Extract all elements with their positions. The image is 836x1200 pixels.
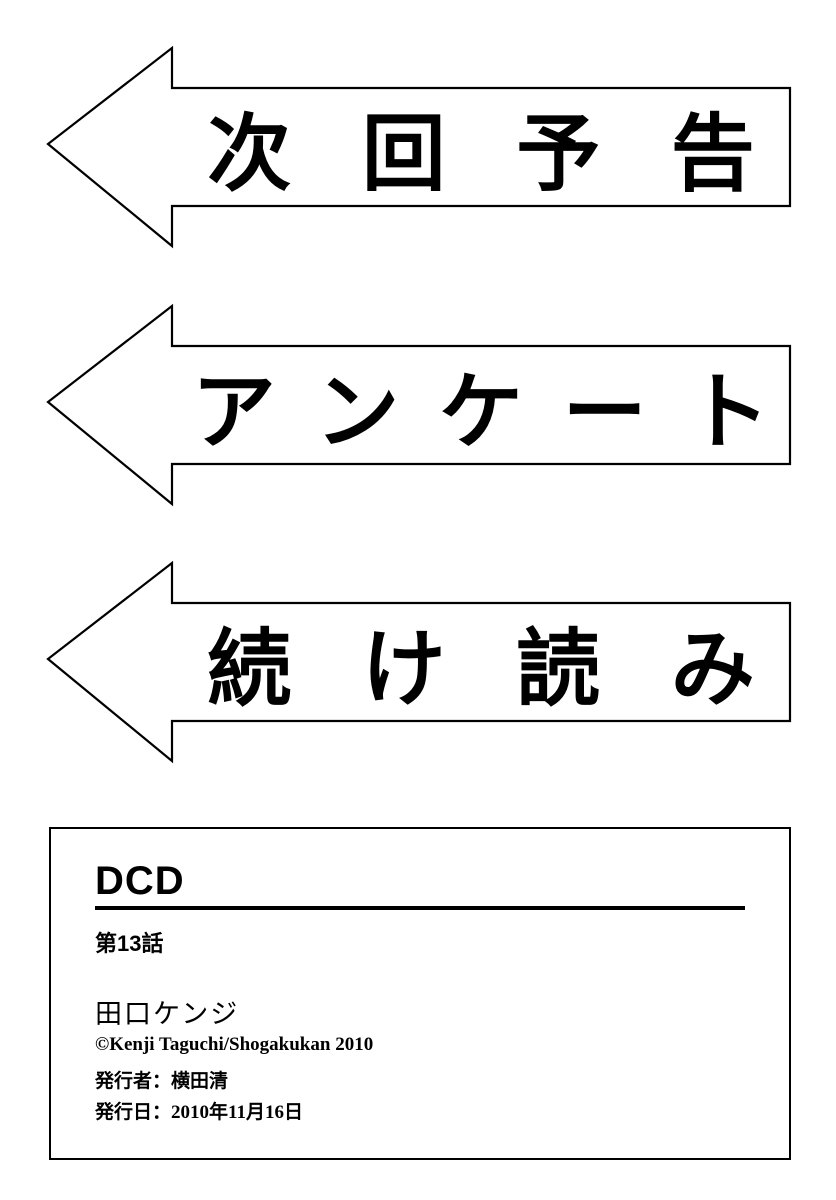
left-arrow-icon (46, 45, 792, 249)
arrow-char: 予 (516, 105, 601, 203)
author-name: 田口ケンジ (95, 999, 240, 1030)
arrow-survey: ア ン ケ ー ト (0, 302, 836, 522)
publisher-line: 発行者：横田清 (95, 1071, 229, 1092)
arrow-char: ー (562, 363, 647, 461)
arrow-label-survey: ア ン ケ ー ト (172, 358, 790, 466)
arrow-char: ト (686, 363, 771, 461)
arrow-char: 読 (516, 620, 601, 718)
arrow-label-continue-reading: 続 け 読 み (172, 615, 790, 723)
title-divider (95, 906, 745, 910)
arrow-char: 告 (670, 105, 755, 203)
arrow-char: み (670, 620, 755, 718)
left-arrow-icon (46, 303, 792, 507)
arrow-char: 次 (207, 105, 292, 203)
colophon-box: DCD 第13話 田口ケンジ ©Kenji Taguchi/Shogakukan… (49, 827, 791, 1160)
arrow-next-preview: 次 回 予 告 (0, 44, 836, 264)
arrow-char: ン (315, 363, 400, 461)
chapter-number: 第13話 (95, 931, 164, 956)
arrow-char: け (361, 620, 446, 718)
arrow-continue-reading: 続 け 読 み (0, 559, 836, 779)
arrow-char: 続 (207, 620, 292, 718)
arrow-label-next-preview: 次 回 予 告 (172, 100, 790, 208)
arrow-char: ケ (438, 363, 523, 461)
arrow-char: ア (191, 363, 276, 461)
arrow-char: 回 (361, 105, 446, 203)
issue-date-line: 発行日：2010年11月16日 (95, 1102, 303, 1123)
left-arrow-icon (46, 560, 792, 764)
series-title: DCD (95, 859, 185, 903)
copyright-notice: ©Kenji Taguchi/Shogakukan 2010 (95, 1034, 374, 1055)
